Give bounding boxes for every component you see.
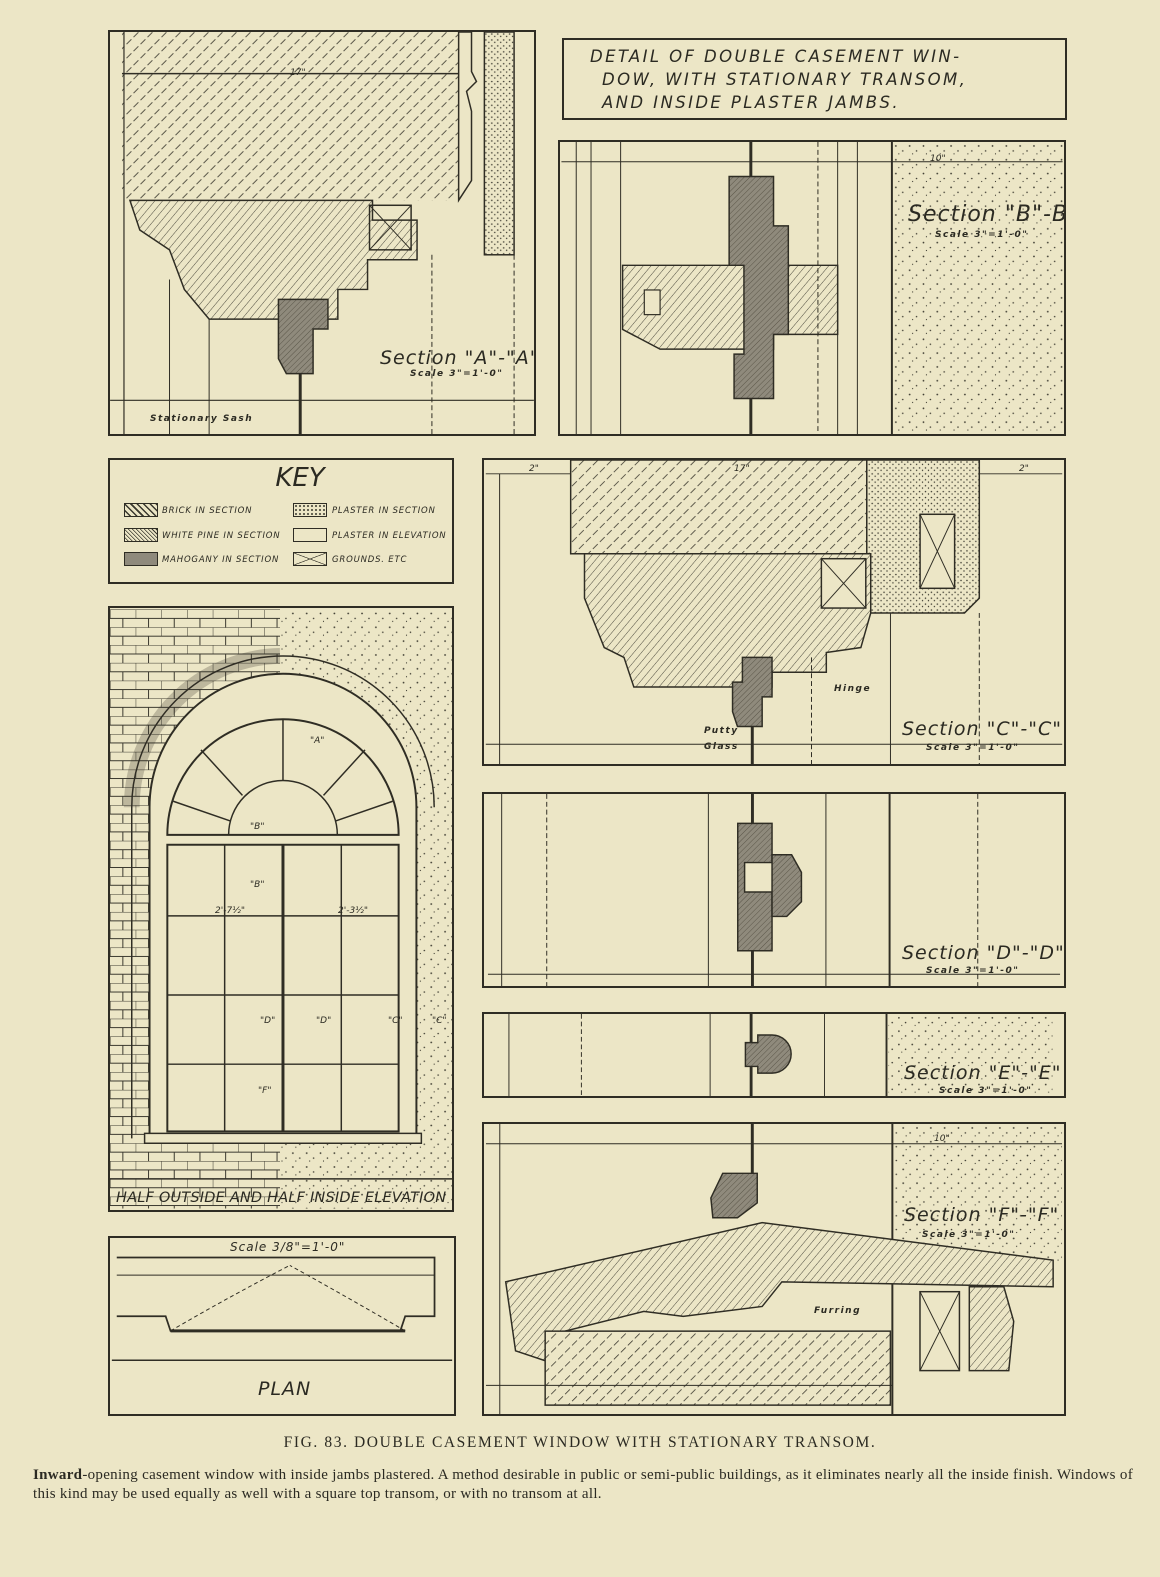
- title-line-2: dow, with Stationary Transom,: [602, 70, 968, 89]
- glass-label: Glass: [704, 742, 739, 752]
- figure-caption: FIG. 83. DOUBLE CASEMENT WINDOW WITH STA…: [283, 1434, 877, 1451]
- key-label-brick: Brick in Section: [162, 506, 253, 516]
- section-aa-drawing: [110, 32, 534, 434]
- section-bb-panel: 10" Section "B"-B Scale 3"=1'-0": [558, 140, 1066, 436]
- elev-label-c2: "C": [432, 1016, 447, 1026]
- section-cc-panel: 2" 17" 2" Hinge Putty Glass Section "C"-…: [482, 458, 1066, 766]
- description-lead: Inward: [33, 1467, 83, 1483]
- section-dd-scale: Scale 3"=1'-0": [926, 966, 1020, 976]
- putty-label: Putty: [704, 726, 739, 736]
- section-ff-drawing: [485, 1124, 1063, 1414]
- key-label-mahogany: Mahogany in Section: [162, 555, 280, 565]
- key-swatch-grounds: [293, 552, 327, 566]
- section-bb-drawing: [561, 142, 1063, 434]
- section-aa-scale: Scale 3"=1'-0": [410, 369, 504, 379]
- title-line-1: Detail of Double Casement Win-: [590, 47, 962, 66]
- dim-cc-right: 2": [1019, 464, 1029, 474]
- key-label-plaster-section: Plaster in Section: [332, 506, 436, 516]
- section-dd-drawing: [487, 794, 1061, 986]
- key-label-grounds: Grounds. Etc: [332, 555, 408, 565]
- drawing-title-box: Detail of Double Casement Win- dow, with…: [562, 38, 1067, 120]
- elevation-panel: "A" "B" "B" 2'-7½" 2'-3½" "D" "D" "C" "C…: [108, 606, 454, 1212]
- plan-scale: Scale 3/8"=1'-0": [230, 1240, 346, 1254]
- section-aa-title: Section "A"-"A": [380, 347, 536, 369]
- key-label-plaster-elevation: Plaster in Elevation: [332, 531, 447, 541]
- elev-label-b2: "B": [250, 880, 265, 890]
- dim-ff-right: 10": [934, 1134, 950, 1144]
- section-aa-panel: 17" Section "A"-"A" Scale 3"=1'-0" Stati…: [108, 30, 536, 436]
- section-ee-title: Section "E"-"E": [904, 1062, 1062, 1084]
- elev-width-left: 2'-7½": [215, 906, 246, 916]
- section-bb-scale: Scale 3"=1'-0": [935, 230, 1029, 240]
- section-dd-title: Section "D"-"D": [902, 942, 1065, 964]
- stationary-sash-label: Stationary Sash: [150, 414, 254, 424]
- figure-description: Inward-opening casement window with insi…: [33, 1466, 1133, 1504]
- description-text: -opening casement window with inside jam…: [33, 1467, 1133, 1502]
- elev-label-d2: "D": [316, 1016, 332, 1026]
- elev-label-d1: "D": [260, 1016, 276, 1026]
- elev-label-c: "C": [388, 1016, 403, 1026]
- elev-label-f: "F": [258, 1086, 272, 1096]
- section-bb-title: Section "B"-B: [908, 202, 1066, 227]
- section-ee-scale: Scale 3"=1'-0": [939, 1086, 1033, 1096]
- dim-cc-top: 17": [734, 464, 750, 474]
- key-panel: KEY Brick in Section White Pine in Secti…: [108, 458, 454, 584]
- section-cc-title: Section "C"-"C": [902, 718, 1062, 740]
- elevation-drawing: [110, 609, 452, 1209]
- section-ff-panel: 10" Section "F"-"F" Scale 3"=1'-0" Furri…: [482, 1122, 1066, 1416]
- key-swatch-plaster-section: [293, 503, 327, 517]
- elevation-title: Half Outside and Half Inside Elevation: [116, 1190, 447, 1206]
- plan-title: Plan: [258, 1378, 312, 1400]
- key-swatch-mahogany: [124, 552, 158, 566]
- title-line-3: and Inside Plaster Jambs.: [602, 93, 901, 112]
- dim-cc-left: 2": [529, 464, 539, 474]
- section-ee-panel: Section "E"-"E" Scale 3"=1'-0": [482, 1012, 1066, 1098]
- hinge-label: Hinge: [834, 684, 872, 694]
- section-cc-drawing: [485, 460, 1063, 764]
- elev-label-b1: "B": [250, 822, 265, 832]
- elev-label-a: "A": [310, 736, 325, 746]
- key-swatch-plaster-elevation: [293, 528, 327, 542]
- section-dd-panel: Section "D"-"D" Scale 3"=1'-0": [482, 792, 1066, 988]
- elev-width-right: 2'-3½": [338, 906, 369, 916]
- dim-bb-right: 10": [930, 154, 946, 164]
- section-ee-drawing: [508, 1014, 1053, 1096]
- section-ff-scale: Scale 3"=1'-0": [922, 1230, 1016, 1240]
- key-label-pine: White Pine in Section: [162, 531, 281, 541]
- furring-label: Furring: [814, 1306, 862, 1316]
- key-title: KEY: [275, 463, 325, 493]
- key-swatch-pine: [124, 528, 158, 542]
- key-swatch-brick: [124, 503, 158, 517]
- section-cc-scale: Scale 3"=1'-0": [926, 743, 1020, 753]
- plan-drawing: [111, 1256, 453, 1361]
- plan-panel: Scale 3/8"=1'-0" Plan: [108, 1236, 456, 1416]
- section-ff-title: Section "F"-"F": [904, 1204, 1060, 1226]
- dim-aa-top: 17": [290, 68, 306, 78]
